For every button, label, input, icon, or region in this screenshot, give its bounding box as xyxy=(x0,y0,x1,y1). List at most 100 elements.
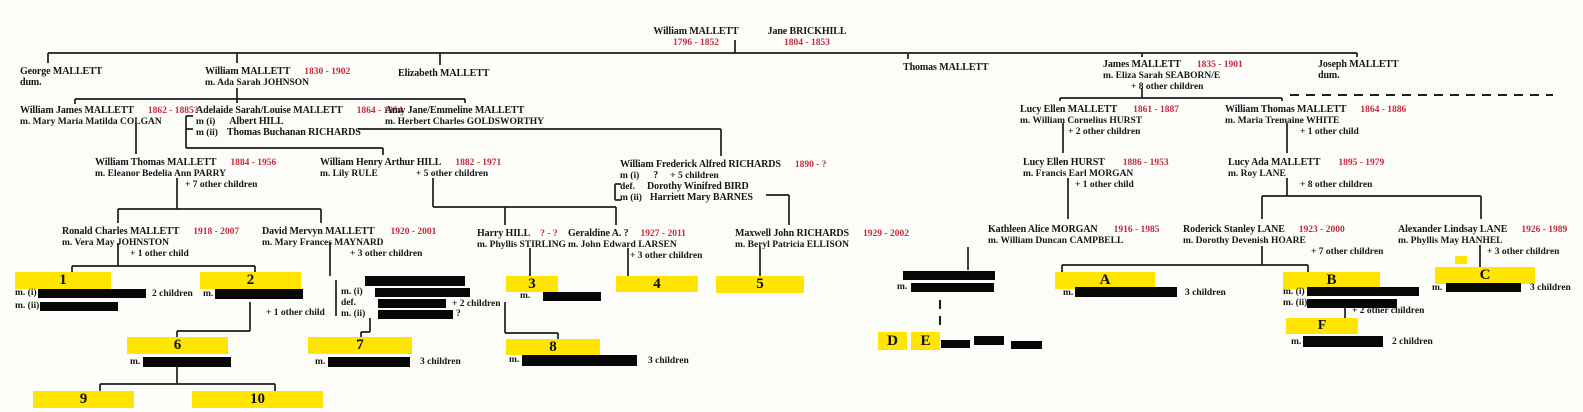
person-name: Alexander Lindsay LANE xyxy=(1398,224,1508,235)
person-name: Maxwell John RICHARDS xyxy=(735,228,850,239)
marriage-line: m. John Edward LARSEN xyxy=(568,240,677,250)
redaction-bar xyxy=(365,276,465,286)
marriage-label: m. xyxy=(130,357,141,367)
highlight-box-B: B xyxy=(1283,272,1380,289)
person-dates: 1929 - 2002 xyxy=(863,229,909,239)
redaction-bar xyxy=(215,289,303,299)
marriage-label: m. xyxy=(1291,337,1302,347)
children-note: + 3 other children xyxy=(350,249,423,259)
children-note: + 8 other children xyxy=(1131,82,1204,92)
person-name: Albert HILL xyxy=(229,116,284,127)
redaction-bar xyxy=(1307,299,1397,308)
highlight-box-6: 6 xyxy=(127,337,228,354)
person-dates: 1926 - 1989 xyxy=(1521,225,1568,235)
person-name: William MALLETT xyxy=(653,26,739,37)
highlight-box-4: 4 xyxy=(616,276,698,292)
person-name: Roderick Stanley LANE xyxy=(1183,224,1285,235)
person-name: William MALLETT xyxy=(205,66,291,77)
person-name: Amy Jane/Emmeline MALLETT xyxy=(385,105,525,116)
highlight-box-1: 1 xyxy=(15,272,111,289)
person-dates: 1882 - 1971 xyxy=(455,158,502,168)
redaction-bar xyxy=(911,283,994,292)
redaction-bar xyxy=(1011,341,1042,349)
highlight-box-5: 5 xyxy=(716,276,804,293)
children-note: + 1 other child xyxy=(1300,127,1359,137)
person-name: William Thomas MALLETT xyxy=(1225,104,1347,115)
marriage-line: def. xyxy=(620,182,636,192)
marriage-line: m. Beryl Patricia ELLISON xyxy=(735,240,849,250)
person-adelaide-mallett: Adelaide Sarah/Louise MALLETT 1864 - 1954… xyxy=(196,103,403,138)
person-maxwell-john-richards: Maxwell John RICHARDS 1929 - 2002 m. Beryl… xyxy=(735,226,909,250)
marriage-line: m (ii) xyxy=(620,193,642,203)
highlight-box-E: E xyxy=(911,332,940,350)
marriage-line: m. Herbert Charles GOLDSWORTHY xyxy=(385,117,545,127)
person-name: Kathleen Alice MORGAN xyxy=(988,224,1098,235)
person-name: Elizabeth MALLETT xyxy=(398,68,490,79)
marriage-label: m. (i) xyxy=(1283,287,1305,297)
marriage-line: m. Maria Tremaine WHITE xyxy=(1225,116,1340,126)
redaction-bar xyxy=(974,336,1004,345)
highlight-box-3: 3 xyxy=(506,276,558,292)
children-note: + 7 other children xyxy=(185,180,258,190)
person-dates: 1886 - 1953 xyxy=(1122,158,1169,168)
person-name: Harriett Mary BARNES xyxy=(649,192,753,203)
highlight-box-C: C xyxy=(1435,267,1535,284)
person-dates: 1916 - 1985 xyxy=(1113,225,1160,235)
redaction-bar xyxy=(1303,336,1383,347)
annotation-text: + 2 other children xyxy=(1352,306,1425,316)
marriage-line: m. Lily RULE xyxy=(320,169,378,179)
highlight-box-9: 9 xyxy=(33,391,134,408)
children-note: + 1 other child xyxy=(130,249,189,259)
annotation-text: 3 children xyxy=(420,357,461,367)
children-note: + 3 other children xyxy=(1487,247,1560,257)
person-dates: 1864 - 1954 xyxy=(356,106,403,116)
marriage-label: m. (ii) xyxy=(15,301,40,311)
highlight-box-8: 8 xyxy=(506,339,600,355)
person-dates: 1884 - 1956 xyxy=(230,158,277,168)
person-thomas-mallett: Thomas MALLETT xyxy=(903,60,989,73)
person-name: David Mervyn MALLETT xyxy=(262,226,375,237)
person-dates: 1862 - 1885? xyxy=(147,106,199,116)
redaction-bar xyxy=(941,340,970,348)
person-name: Harry HILL xyxy=(477,228,531,239)
marriage-line: m (i) xyxy=(620,171,640,181)
person-alexander-lindsay-lane: Alexander Lindsay LANE 1926 - 1989 m. Phyl… xyxy=(1398,222,1568,257)
marriage-line: m. Francis Earl MORGAN xyxy=(1023,169,1134,179)
marriage-line: m. William Duncan CAMPBELL xyxy=(988,236,1124,246)
children-note: + 5 other children xyxy=(415,169,489,179)
redaction-bar xyxy=(378,310,453,319)
marriage-line: m. Phyllis STIRLING xyxy=(477,240,566,250)
person-name: Joseph MALLETT xyxy=(1318,59,1399,70)
redaction-bar xyxy=(1446,283,1521,292)
person-dates: 1804 - 1853 xyxy=(784,38,830,48)
children-note: + 3 other children xyxy=(630,251,703,261)
person-dates: 1796 - 1852 xyxy=(673,38,719,48)
marriage-label: def. xyxy=(341,298,357,308)
annotation-text: 3 children xyxy=(648,356,689,366)
person-name: Adelaide Sarah/Louise MALLETT xyxy=(196,105,343,116)
marriage-label: m. xyxy=(897,282,908,292)
marriage-line: m. Phyllis May HANHEL xyxy=(1398,236,1503,246)
annotation-text: 3 children xyxy=(1530,283,1571,293)
marriage-line: m. Dorothy Devenish HOARE xyxy=(1183,236,1306,246)
marriage-line: m. Ada Sarah JOHNSON xyxy=(205,78,309,88)
redaction-bar xyxy=(328,357,410,367)
person-name: ? xyxy=(653,170,659,181)
highlight-box-7: 7 xyxy=(308,337,412,354)
marriage-label: m. xyxy=(1432,283,1443,293)
marriage-label: m. xyxy=(315,357,326,367)
